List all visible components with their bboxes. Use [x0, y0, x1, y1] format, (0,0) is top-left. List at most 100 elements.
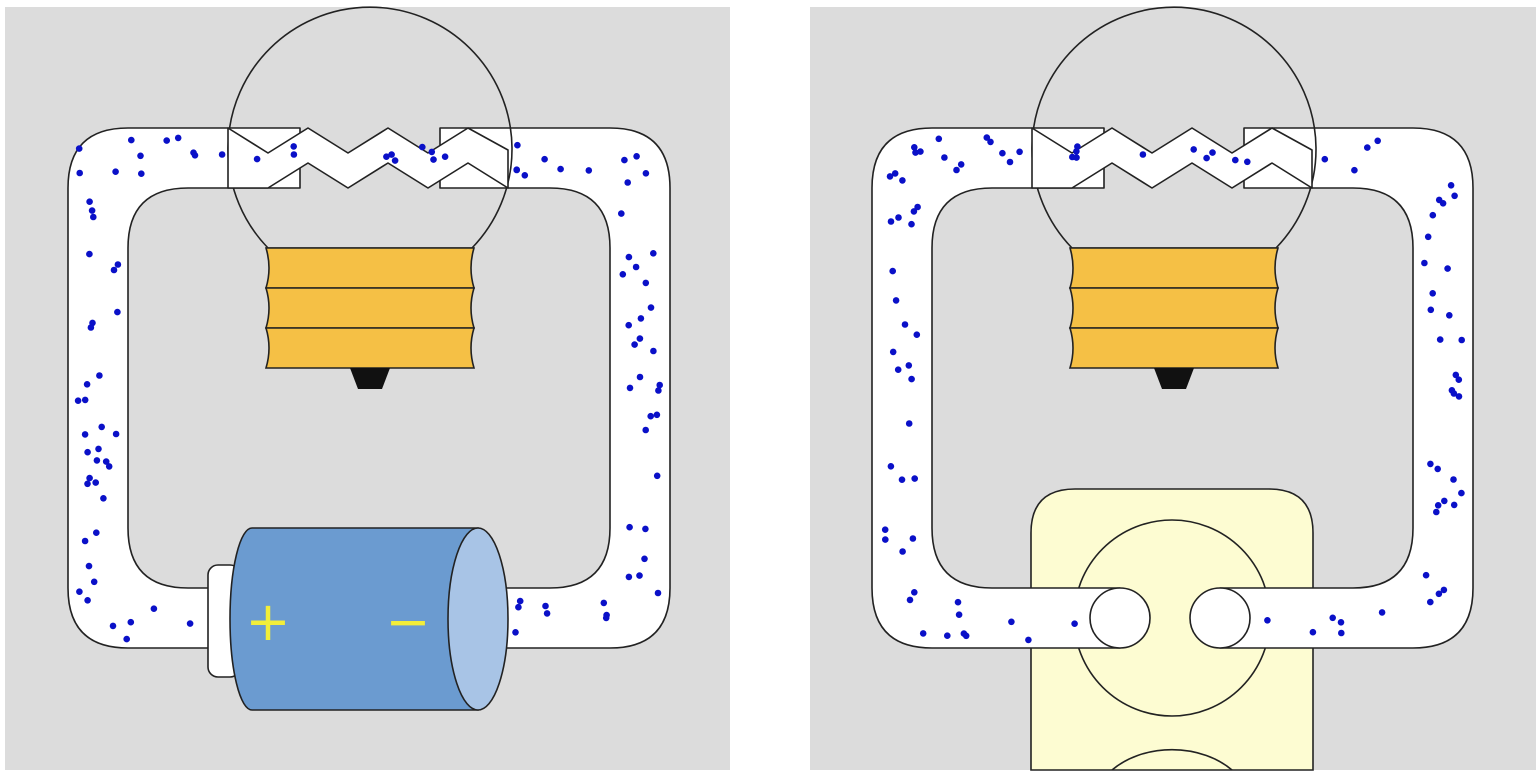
electron-dot	[542, 602, 549, 610]
electron-dot	[908, 220, 915, 228]
electron-dot	[1232, 156, 1239, 164]
electron-dot	[137, 152, 144, 160]
electron-dot	[912, 149, 919, 156]
electron-dot	[1455, 376, 1463, 384]
battery-body	[229, 527, 479, 711]
electron-dot	[96, 372, 103, 379]
electron-dot	[1424, 233, 1432, 241]
electron-dot	[85, 562, 93, 570]
electron-dot	[1321, 155, 1329, 163]
electron-dot	[585, 167, 593, 174]
electron-dot	[919, 630, 927, 637]
electron-dot	[419, 143, 426, 151]
electron-dot	[90, 578, 98, 586]
electron-dot	[1427, 460, 1434, 468]
electron-dot	[1374, 137, 1381, 145]
socket-plate	[1030, 488, 1314, 771]
battery: + −	[207, 527, 509, 711]
electron-dot	[887, 218, 895, 225]
electron-dot	[1338, 629, 1345, 637]
electron-dot	[1264, 617, 1271, 624]
battery-negative-symbol: −	[385, 590, 430, 653]
electron-dot	[98, 423, 105, 431]
electron-dot	[960, 630, 968, 637]
electron-dot	[626, 384, 634, 392]
socket-hole-right	[1189, 587, 1251, 649]
electron-dot	[1203, 154, 1210, 162]
electron-dot	[1139, 151, 1147, 158]
electron-dot	[81, 431, 89, 438]
electron-dot	[93, 457, 101, 464]
electron-dot	[512, 629, 519, 636]
electron-dot	[1378, 609, 1386, 616]
electron-dot	[881, 526, 889, 533]
electron-dot	[889, 267, 896, 275]
electron-dot	[1329, 614, 1336, 622]
electron-dot	[441, 153, 449, 160]
electron-dot	[114, 308, 121, 316]
electron-dot	[914, 203, 921, 211]
battery-circuit-panel: + −	[5, 6, 730, 770]
electron-dot	[1244, 158, 1251, 166]
electron-dot	[1433, 508, 1440, 516]
electron-dot	[1450, 390, 1458, 397]
electron-dot	[1429, 211, 1437, 219]
electron-dot	[895, 214, 902, 221]
electron-dot	[515, 603, 522, 611]
electron-dot	[913, 331, 921, 339]
electron-dot	[654, 589, 662, 597]
electron-dot	[957, 161, 965, 168]
electron-dot	[656, 381, 663, 389]
filament	[227, 127, 509, 189]
electron-dot	[891, 170, 899, 177]
electron-dot	[112, 430, 120, 438]
electron-dot	[84, 448, 91, 456]
electron-dot	[905, 420, 913, 427]
electron-dot	[218, 151, 226, 158]
electron-dot	[114, 261, 122, 268]
electron-dot	[1364, 144, 1371, 151]
electron-dot	[636, 335, 644, 342]
electron-dot	[112, 168, 119, 175]
electron-dot	[642, 170, 650, 177]
bulb-base	[1068, 247, 1280, 389]
electron-dot	[905, 362, 913, 369]
electron-dot	[619, 271, 627, 278]
electron-dot	[911, 589, 918, 596]
electron-dot	[953, 166, 960, 174]
electron-dot	[76, 588, 83, 595]
electron-dot	[1446, 312, 1453, 319]
electron-dot	[637, 315, 645, 322]
electron-dot	[543, 610, 551, 617]
electron-dot	[983, 134, 991, 141]
electron-dot	[84, 597, 91, 604]
electron-dot	[892, 297, 900, 304]
bulb-contact-tip	[1154, 368, 1194, 389]
electron-dot	[642, 279, 650, 287]
socket-hole-left	[1089, 587, 1151, 649]
electron-dot	[909, 535, 917, 542]
electron-dot	[641, 555, 648, 563]
bulb-base	[264, 247, 476, 389]
electron-dot	[632, 263, 640, 271]
electron-dot	[889, 348, 897, 356]
electron-dot	[388, 151, 395, 158]
electron-dot	[626, 523, 633, 531]
electron-dot	[955, 611, 963, 618]
electron-dot	[89, 319, 96, 327]
electron-dot	[102, 458, 110, 465]
electron-dot	[906, 596, 914, 604]
electron-dot	[1450, 476, 1457, 483]
electron-dot	[95, 445, 102, 453]
socket-circuit-panel	[810, 6, 1536, 771]
electron-dot	[647, 412, 654, 420]
electron-dot	[290, 143, 298, 150]
electron-dot	[1337, 619, 1345, 626]
electron-dot	[1427, 598, 1434, 606]
electron-dot	[1436, 336, 1444, 343]
battery-negative-cap	[447, 527, 509, 711]
electron-dot	[1434, 465, 1441, 473]
electron-dot	[653, 472, 661, 480]
electron-dot	[886, 173, 894, 180]
